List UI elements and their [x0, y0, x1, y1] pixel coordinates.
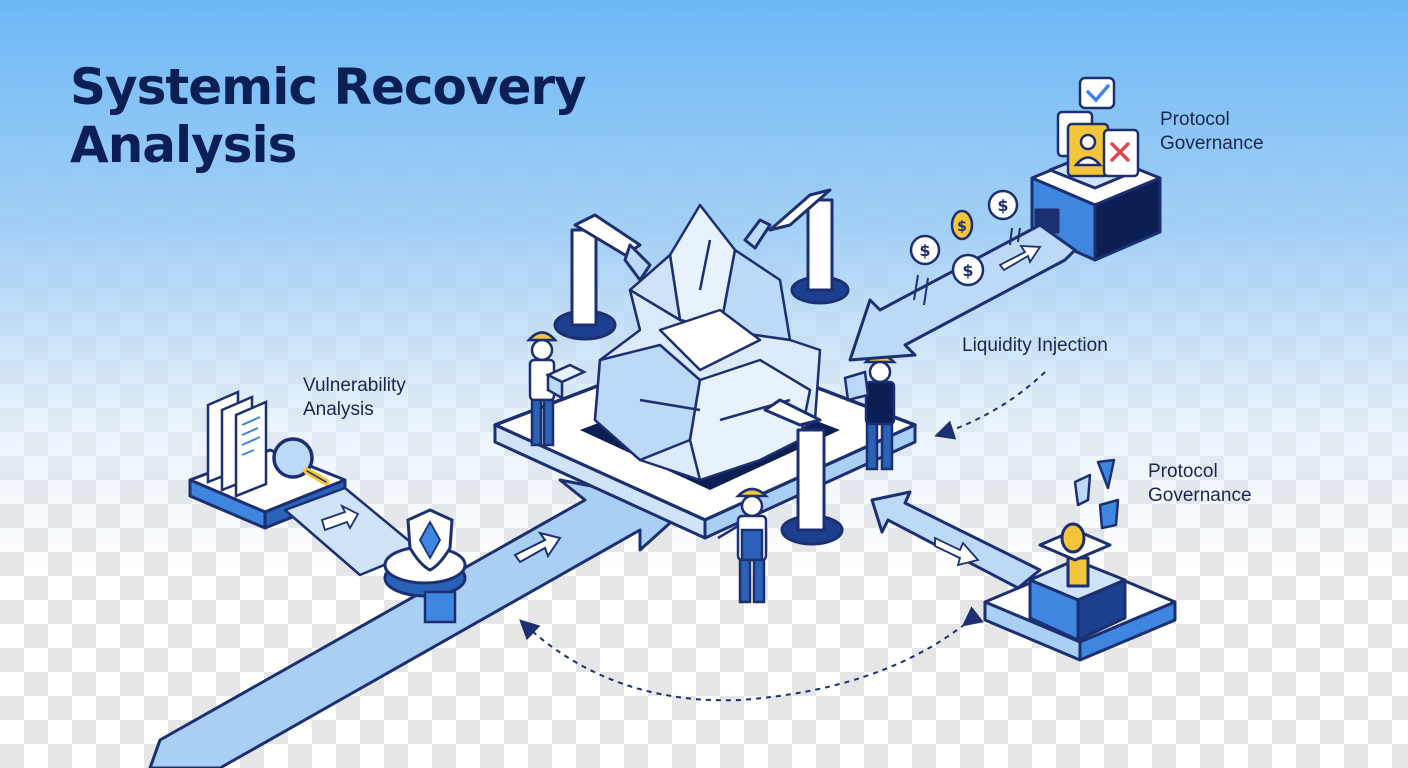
- hard-hat-icon: [526, 331, 558, 342]
- label-vulnerability-analysis: Vulnerability Analysis: [303, 375, 406, 420]
- label-protocol-governance-right: Protocol Governance: [1148, 461, 1252, 506]
- governance-platform-right: [983, 522, 1177, 662]
- robotic-arm-icon: [743, 188, 850, 305]
- robotic-arm-icon: [553, 213, 652, 341]
- shield-icon: [406, 508, 454, 572]
- page-title: Systemic Recovery Analysis: [70, 58, 587, 174]
- worker-bottom: [717, 487, 770, 604]
- dashed-feedback-loop-bottom: [519, 606, 984, 702]
- worker-left: [526, 331, 587, 447]
- label-protocol-governance-top: Protocol Governance: [1160, 109, 1264, 154]
- label-liquidity-injection: Liquidity Injection: [962, 335, 1108, 356]
- svg-text:$: $: [962, 261, 973, 280]
- liquidity-injection-arrow: [848, 223, 1077, 362]
- dashed-feedback-line-right: [934, 371, 1046, 440]
- title-line-2: Analysis: [70, 116, 297, 174]
- svg-text:$: $: [997, 196, 1008, 215]
- dollar-coin-icon: $: [951, 253, 985, 287]
- dollar-coin-icon: $: [909, 234, 941, 266]
- svg-text:$: $: [957, 219, 967, 235]
- outgoing-flow-arrow: [870, 490, 1042, 590]
- robotic-arm-icon: [763, 398, 844, 546]
- title-line-1: Systemic Recovery: [70, 58, 587, 116]
- svg-text:$: $: [919, 241, 930, 260]
- worker-right: [843, 353, 898, 471]
- cross-icon: [1102, 128, 1140, 178]
- document-icon: [206, 390, 268, 498]
- crystal-icon: [593, 203, 822, 482]
- id-card-icon: [1056, 110, 1110, 178]
- floating-shards: [1073, 458, 1120, 530]
- dollar-coin-icon: $: [987, 189, 1019, 221]
- checkmark-icon: [1078, 76, 1116, 110]
- magnifier-icon: [272, 437, 330, 486]
- dollar-coin-icon: $: [950, 209, 974, 241]
- coin-drop-lines: [913, 227, 1021, 306]
